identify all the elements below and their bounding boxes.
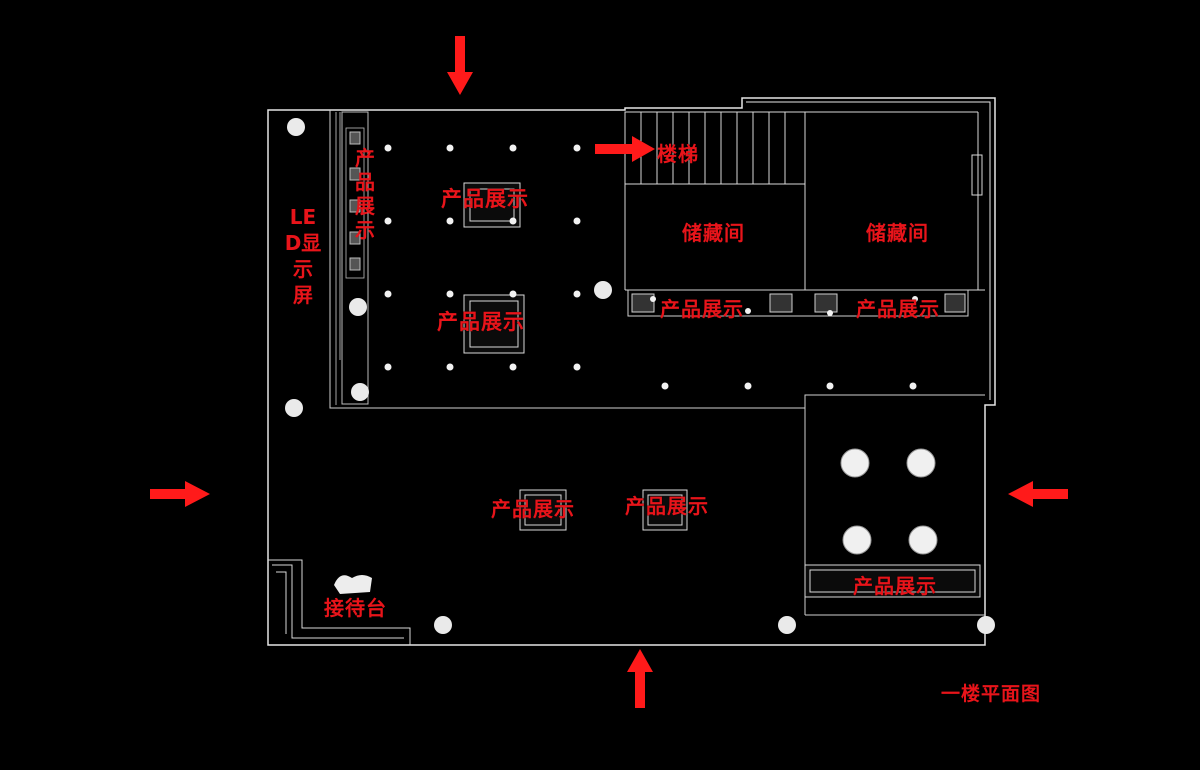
storage-left-label: 储藏间 [682, 221, 745, 245]
entrance-arrow-icon [150, 36, 1068, 708]
storage-right-label: 储藏间 [866, 221, 929, 245]
side-display-label: 产品展示 [355, 146, 375, 242]
upper-zone-walls [329, 110, 985, 616]
reception-counter [268, 559, 411, 645]
spotlight-icon [384, 144, 918, 390]
floor-display-right-label: 产品展示 [625, 494, 709, 518]
corner-display-label: 产品展示 [853, 574, 937, 598]
outer-walls [267, 97, 996, 646]
plant-icon [285, 118, 995, 634]
round-table-icon [840, 448, 938, 555]
sofa-icon [334, 575, 372, 594]
reception-label: 接待台 [324, 596, 387, 620]
floor-display-left-label: 产品展示 [491, 497, 575, 521]
led-screen-label: LED显示屏 [284, 205, 322, 307]
display-middle-label: 产品展示 [437, 310, 525, 334]
plan-title: 一楼平面图 [941, 683, 1042, 705]
counter-display-left-label: 产品展示 [660, 297, 744, 321]
counter-display-strip [627, 289, 969, 317]
led-wall-strip [341, 111, 369, 405]
display-top-label: 产品展示 [441, 187, 529, 211]
stairs-label: 楼梯 [657, 142, 699, 166]
counter-display-right-label: 产品展示 [856, 297, 940, 321]
